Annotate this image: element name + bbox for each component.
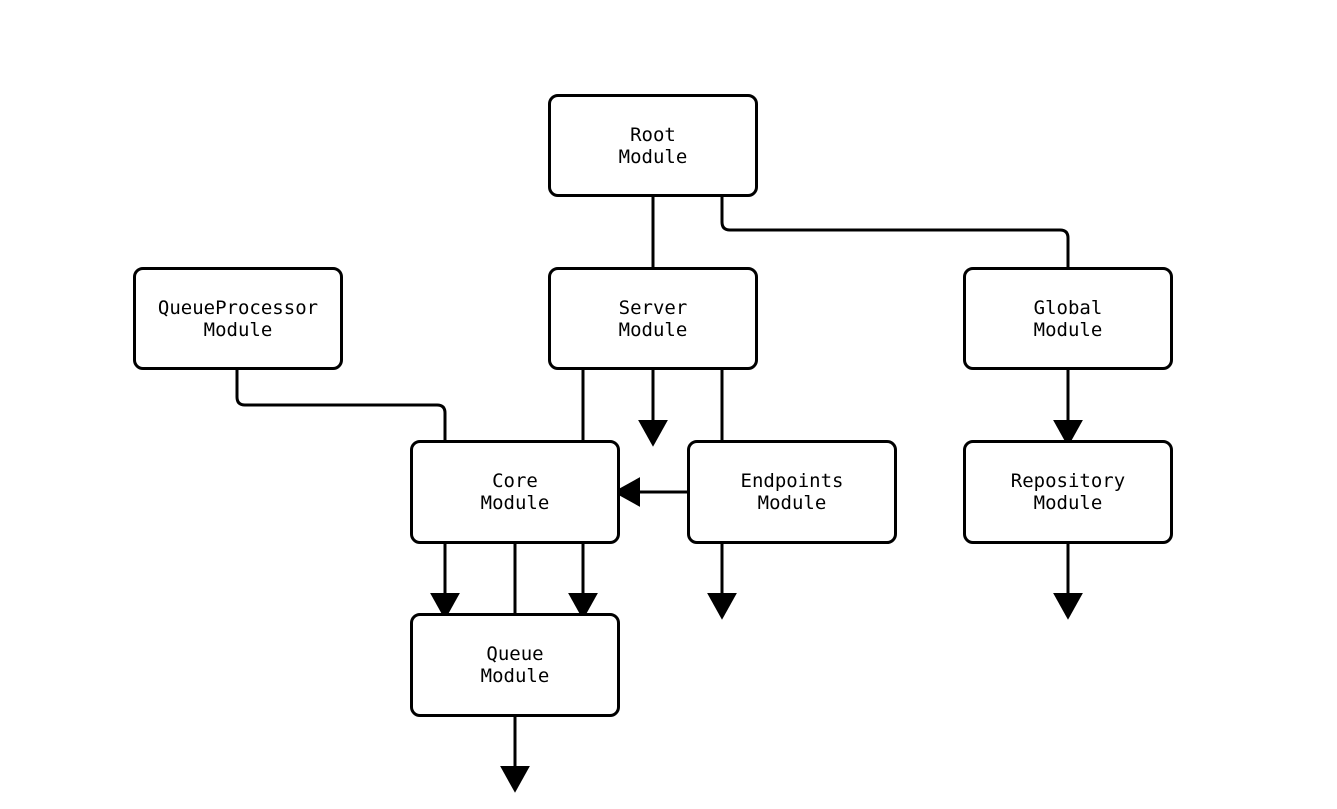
node-repository-module-line2: Module <box>1033 492 1103 514</box>
node-core-module-line1: Core <box>492 470 538 492</box>
node-global-module-line2: Module <box>1033 318 1103 341</box>
node-queue-module-line2: Module <box>480 665 550 687</box>
node-queue-module[interactable]: Queue Module <box>410 613 620 717</box>
node-server-module-line2: Module <box>618 318 688 341</box>
node-core-module[interactable]: Core Module <box>410 440 620 544</box>
node-endpoints-module[interactable]: Endpoints Module <box>687 440 897 544</box>
node-endpoints-module-line1: Endpoints <box>740 470 844 492</box>
node-queueprocessor-module-line2: Module <box>203 318 273 341</box>
node-repository-module[interactable]: Repository Module <box>963 440 1173 544</box>
node-server-module[interactable]: Server Module <box>548 267 758 370</box>
node-queue-module-line1: Queue <box>486 643 544 665</box>
node-global-module-line1: Global <box>1033 296 1103 319</box>
node-core-module-line2: Module <box>480 492 550 514</box>
node-root-module[interactable]: Root Module <box>548 94 758 197</box>
node-server-module-line1: Server <box>618 296 688 319</box>
node-queueprocessor-module[interactable]: QueueProcessor Module <box>133 267 343 370</box>
node-repository-module-line1: Repository <box>1010 470 1126 492</box>
node-queueprocessor-module-line1: QueueProcessor <box>157 296 319 319</box>
node-root-module-line2: Module <box>618 145 688 168</box>
node-root-module-line1: Root <box>630 123 676 146</box>
node-endpoints-module-line2: Module <box>757 492 827 514</box>
node-global-module[interactable]: Global Module <box>963 267 1173 370</box>
